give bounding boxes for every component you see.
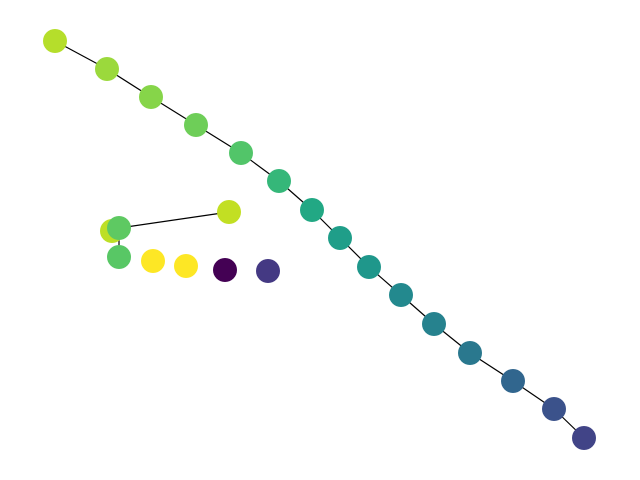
- node-n20: [141, 249, 165, 273]
- node-n18: [107, 216, 131, 240]
- node-n4: [184, 113, 208, 137]
- node-n7: [300, 198, 324, 222]
- node-n23: [256, 259, 280, 283]
- node-n11: [422, 312, 446, 336]
- node-n15: [572, 426, 596, 450]
- node-n3: [139, 85, 163, 109]
- node-n12: [458, 341, 482, 365]
- node-n13: [501, 369, 525, 393]
- node-n6: [267, 169, 291, 193]
- node-n9: [357, 255, 381, 279]
- node-n5: [229, 141, 253, 165]
- node-n14: [542, 397, 566, 421]
- edge-n18-n17: [118, 211, 230, 229]
- node-n22: [213, 258, 237, 282]
- node-n10: [389, 283, 413, 307]
- node-n19: [107, 245, 131, 269]
- node-n1: [43, 29, 67, 53]
- nodes-layer: [43, 29, 596, 450]
- node-n8: [328, 226, 352, 250]
- node-n21: [174, 254, 198, 278]
- node-n17: [217, 200, 241, 224]
- node-n2: [95, 57, 119, 81]
